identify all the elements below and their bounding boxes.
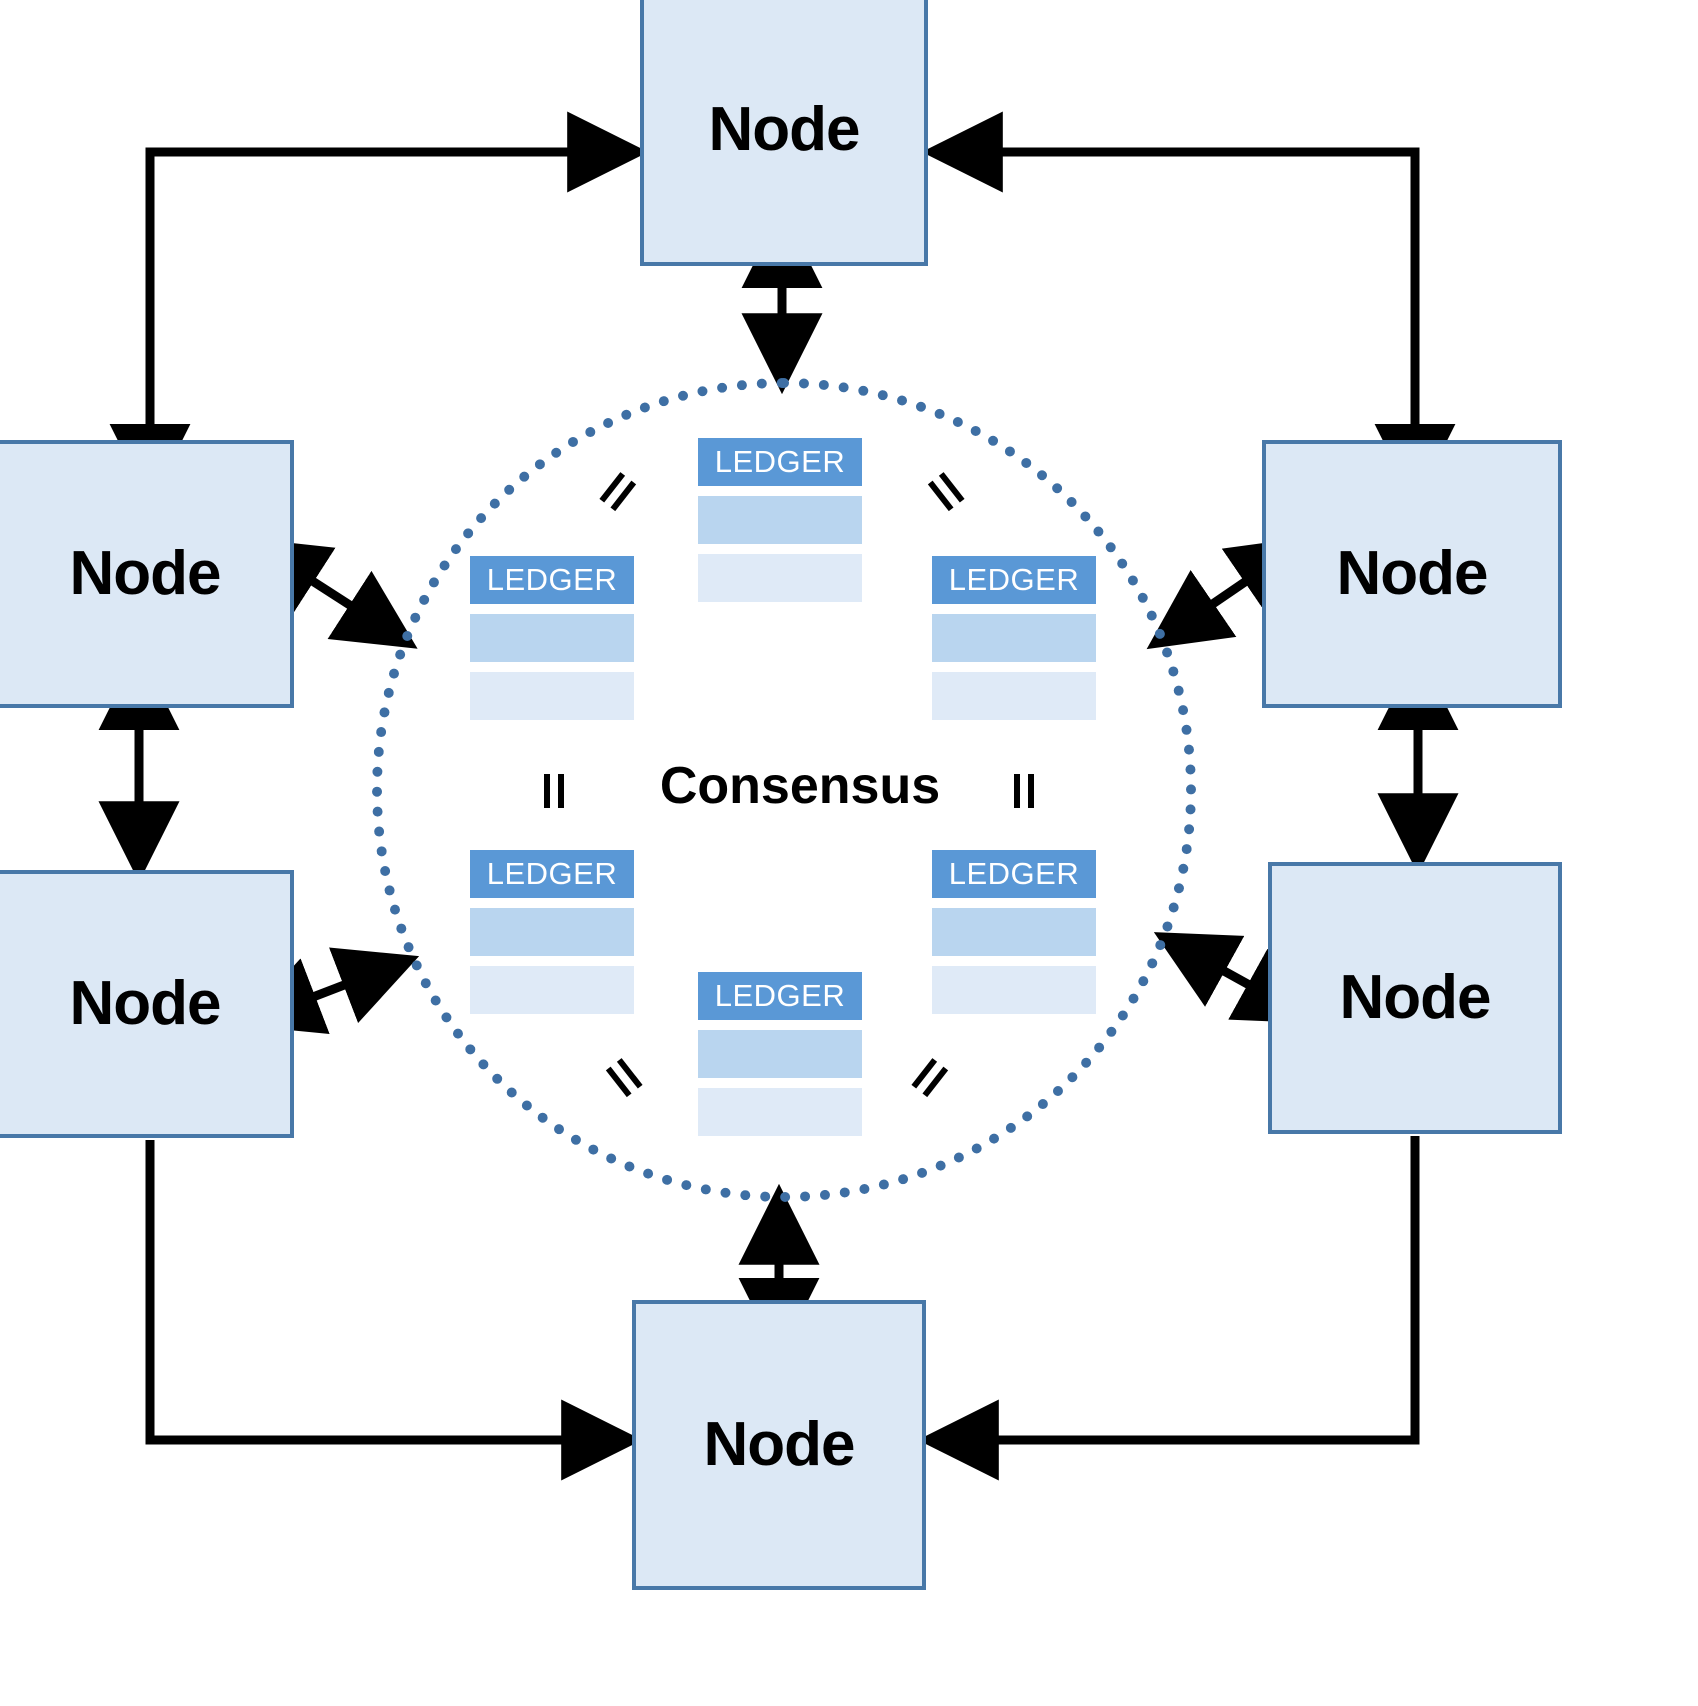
connector-left-lower-to-bottom [145, 1140, 643, 1481]
ledger-row-secondary [932, 966, 1096, 1014]
ledger-stack-lower-left[interactable]: LEDGER [470, 850, 634, 1014]
connector-right-lower-to-consensus [1153, 932, 1319, 1024]
ledger-row-primary [470, 614, 634, 662]
ledger-row-secondary [470, 672, 634, 720]
ledger-row-secondary [698, 554, 862, 602]
ledger-header-label: LEDGER [932, 850, 1096, 898]
node-box-top[interactable]: Node [640, 0, 928, 266]
equals-icon-mid-left [540, 774, 566, 808]
ledger-row-secondary [698, 1088, 862, 1136]
ledger-header-label: LEDGER [932, 556, 1096, 604]
node-box-right-upper[interactable]: Node [1262, 440, 1562, 708]
ledger-row-primary [698, 496, 862, 544]
ledger-row-secondary [932, 672, 1096, 720]
ledger-stack-upper-left[interactable]: LEDGER [470, 556, 634, 720]
ledger-stack-top[interactable]: LEDGER [698, 438, 862, 602]
consensus-label: Consensus [659, 757, 941, 815]
ledger-row-primary [698, 1030, 862, 1078]
node-box-right-lower[interactable]: Node [1268, 862, 1562, 1134]
node-label: Node [1336, 539, 1489, 608]
node-box-left-upper[interactable]: Node [0, 440, 294, 708]
connector-right-upper-to-consensus [1146, 536, 1312, 650]
connector-left-upper-to-consensus [245, 537, 418, 649]
ledger-stack-upper-right[interactable]: LEDGER [932, 556, 1096, 720]
consensus-boundary-circle [372, 378, 1196, 1202]
ledger-header-label: LEDGER [698, 438, 862, 486]
connector-right-upper-to-top [921, 111, 1456, 505]
connector-left-upper-to-top [109, 111, 649, 505]
ledger-header-label: LEDGER [470, 850, 634, 898]
ledger-header-label: LEDGER [698, 972, 862, 1020]
node-label: Node [1339, 963, 1492, 1032]
node-label: Node [703, 1410, 856, 1479]
connector-left-lower-to-consensus [239, 947, 420, 1034]
node-box-left-lower[interactable]: Node [0, 870, 294, 1138]
ledger-stack-bottom[interactable]: LEDGER [698, 972, 862, 1136]
node-label: Node [69, 969, 222, 1038]
connector-right-lower-to-bottom [917, 1136, 1420, 1481]
ledger-row-primary [932, 908, 1096, 956]
node-box-bottom[interactable]: Node [632, 1300, 926, 1590]
ledger-header-label: LEDGER [470, 556, 634, 604]
node-label: Node [69, 539, 222, 608]
ledger-row-secondary [470, 966, 634, 1014]
node-label: Node [708, 95, 861, 164]
ledger-row-primary [932, 614, 1096, 662]
ledger-row-primary [470, 908, 634, 956]
ledger-stack-lower-right[interactable]: LEDGER [932, 850, 1096, 1014]
equals-icon-mid-right [1010, 774, 1036, 808]
